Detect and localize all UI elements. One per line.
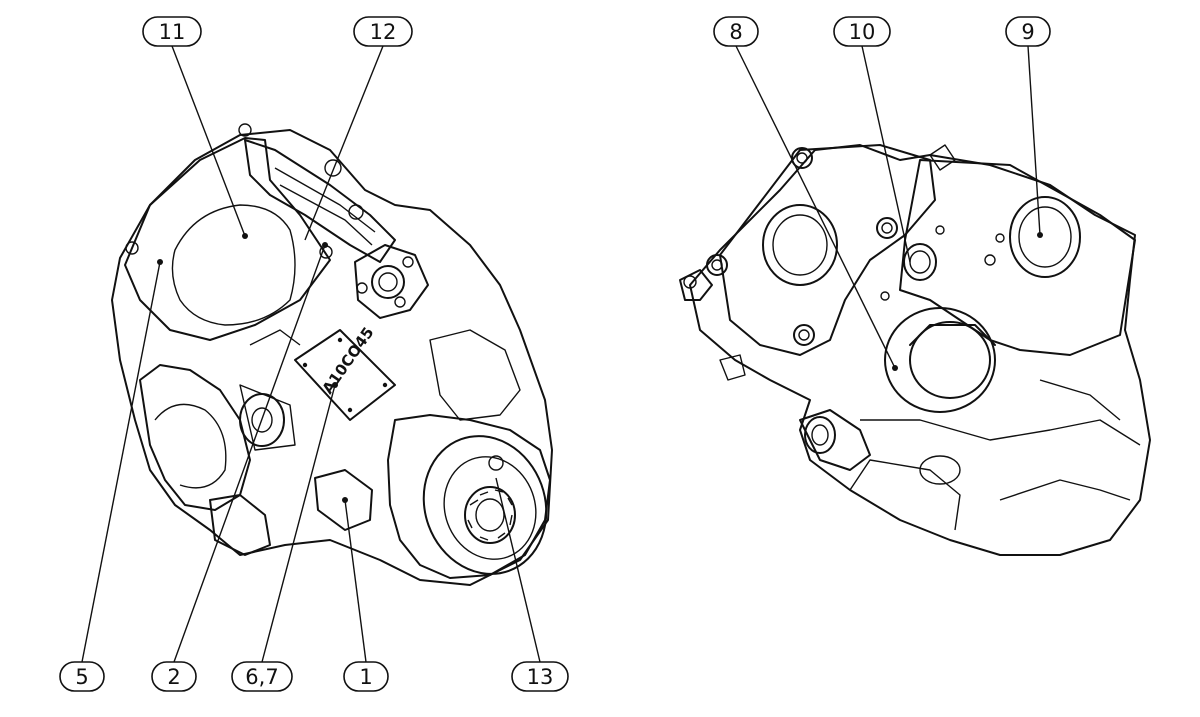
callout-11: 11 [142, 16, 202, 47]
callout-2-label: 2 [167, 665, 180, 689]
callout-6-7: 6,7 [231, 661, 293, 692]
callout-5-label: 5 [75, 665, 88, 689]
callout-5: 5 [59, 661, 105, 692]
callout-8-label: 8 [729, 20, 742, 44]
nameplate-label: A10CO45 [319, 324, 378, 398]
callout-1: 1 [343, 661, 389, 692]
callout-10-label: 10 [849, 20, 876, 44]
callout-6-7-label: 6,7 [245, 665, 278, 689]
pump-rear-view [679, 144, 1151, 556]
callout-8: 8 [713, 16, 759, 47]
leader-lines [81, 45, 1043, 663]
callout-1-label: 1 [359, 665, 372, 689]
callout-12-label: 12 [370, 20, 397, 44]
callout-13-label: 13 [527, 665, 554, 689]
callout-10: 10 [833, 16, 891, 47]
callout-11-label: 11 [159, 20, 186, 44]
callout-9-label: 9 [1021, 20, 1034, 44]
callout-9: 9 [1005, 16, 1051, 47]
callout-13: 13 [511, 661, 569, 692]
callout-12: 12 [353, 16, 413, 47]
callout-2: 2 [151, 661, 197, 692]
pump-front-view: A10CO45 [111, 123, 553, 586]
